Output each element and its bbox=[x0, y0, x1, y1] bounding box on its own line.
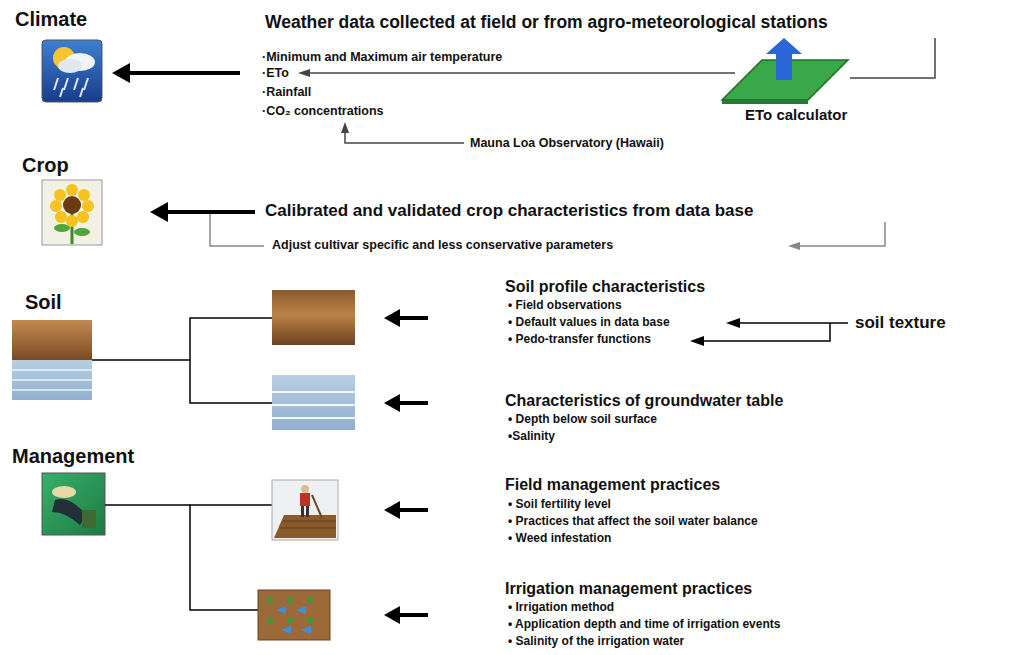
climate-icon bbox=[42, 40, 102, 102]
annotation-text: Adjust cultivar specific and less conser… bbox=[272, 238, 613, 252]
node-heading: Management bbox=[12, 445, 134, 468]
annotation-text: Calibrated and validated crop characteri… bbox=[265, 201, 753, 221]
soil-profile-image bbox=[272, 290, 355, 345]
annotation-text: Irrigation management practices bbox=[505, 580, 752, 598]
annotation-text: Characteristics of groundwater table bbox=[505, 392, 783, 410]
annotation-text: Mauna Loa Observatory (Hawaii) bbox=[470, 136, 664, 150]
node-heading: Soil bbox=[25, 291, 62, 314]
annotation-text: Soil profile characteristics bbox=[505, 278, 705, 296]
annotation-text: ·CO₂ concentrations bbox=[262, 104, 384, 118]
annotation-text: • Soil fertility level bbox=[508, 498, 611, 512]
node-heading: Crop bbox=[22, 154, 69, 177]
annotation-text: • Depth below soil surface bbox=[508, 413, 657, 427]
annotation-text: soil texture bbox=[855, 313, 946, 333]
management-icon bbox=[42, 473, 105, 535]
annotation-text: ·ETo bbox=[262, 66, 289, 80]
annotation-text: ·Rainfall bbox=[262, 85, 311, 99]
annotation-text: ·Minimum and Maximum air temperature bbox=[262, 50, 502, 64]
crop-box: Crop bbox=[42, 180, 102, 245]
soil-box: Soil bbox=[12, 320, 92, 400]
calculator-box: ETo calculator bbox=[720, 56, 850, 104]
groundwater-image bbox=[272, 375, 355, 430]
annotation-text: • Application depth and time of irrigati… bbox=[508, 618, 780, 632]
annotation-text: • Practices that affect the soil water b… bbox=[508, 515, 758, 529]
management-box: Management bbox=[42, 473, 105, 535]
climate-box: Climate bbox=[42, 40, 102, 102]
field-image bbox=[272, 480, 338, 540]
soil-icon bbox=[12, 320, 92, 360]
annotation-text: • Default values in data base bbox=[508, 316, 670, 330]
annotation-text: • Salinity of the irrigation water bbox=[508, 635, 684, 649]
node-heading: ETo calculator bbox=[745, 106, 847, 123]
annotation-text: Field management practices bbox=[505, 476, 720, 494]
annotation-text: • Weed infestation bbox=[508, 532, 611, 546]
annotation-text: • Irrigation method bbox=[508, 601, 614, 615]
annotation-text: • Pedo-transfer functions bbox=[508, 333, 651, 347]
annotation-text: Weather data collected at field or from … bbox=[265, 12, 828, 32]
annotation-text: •Salinity bbox=[508, 430, 555, 444]
annotation-text: • Field observations bbox=[508, 299, 622, 313]
node-heading: Climate bbox=[15, 8, 87, 31]
irrigation-image bbox=[258, 590, 330, 640]
crop-icon bbox=[42, 180, 102, 245]
